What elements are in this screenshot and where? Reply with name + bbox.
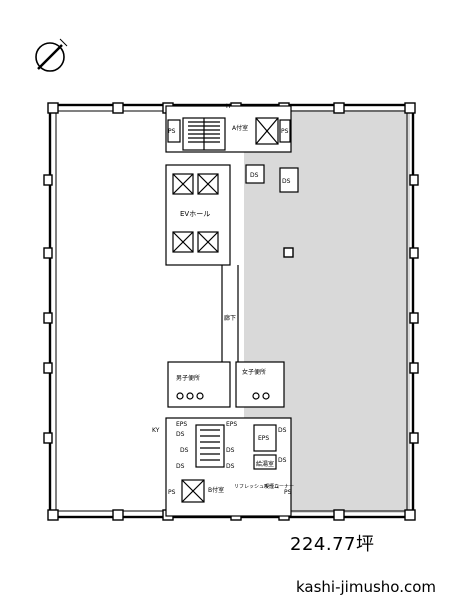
label-smoking: 喫煙コーナー: [264, 483, 294, 490]
label-ds-5: DS: [226, 447, 235, 454]
label-b-stair: B付室: [208, 486, 224, 494]
label-eps-1: EPS: [176, 421, 187, 428]
label-ds-3: DS: [176, 431, 185, 438]
label-corridor: 廊下: [224, 314, 236, 322]
label-eps-2: EPS: [226, 421, 237, 428]
label-ky: KY: [152, 427, 160, 434]
label-ps-1: PS: [168, 128, 176, 135]
site-name: kashi-jimusho.com: [296, 578, 437, 596]
label-kyutou: 給湯室: [256, 460, 274, 468]
label-ps-2: PS: [281, 128, 289, 135]
label-ds-9: DS: [278, 457, 287, 464]
label-eps-3: EPS: [258, 435, 269, 442]
room-labels: H PS PS A付室 DS DS EVホール 廊下 男子便所 女子便所 KY …: [152, 103, 294, 496]
label-ds-1: DS: [250, 172, 259, 179]
label-women-wc: 女子便所: [242, 368, 266, 376]
label-ps-3: PS: [168, 489, 176, 496]
compass-icon: [35, 38, 68, 72]
label-h: H: [226, 103, 231, 110]
interior-column: [283, 247, 294, 258]
label-ps-4: PS: [284, 489, 292, 496]
label-men-wc: 男子便所: [176, 374, 200, 382]
core: [165, 105, 299, 517]
label-ds-6: DS: [176, 463, 185, 470]
floor-area: 224.77坪: [290, 534, 375, 555]
label-a-stair: A付室: [232, 124, 248, 132]
label-ds-2: DS: [282, 178, 291, 185]
label-ev-hall: EVホール: [180, 210, 210, 218]
label-ds-8: DS: [278, 427, 287, 434]
label-ds-4: DS: [180, 447, 189, 454]
label-refresh: リフレッシュルーム: [234, 484, 279, 490]
label-ds-7: DS: [226, 463, 235, 470]
